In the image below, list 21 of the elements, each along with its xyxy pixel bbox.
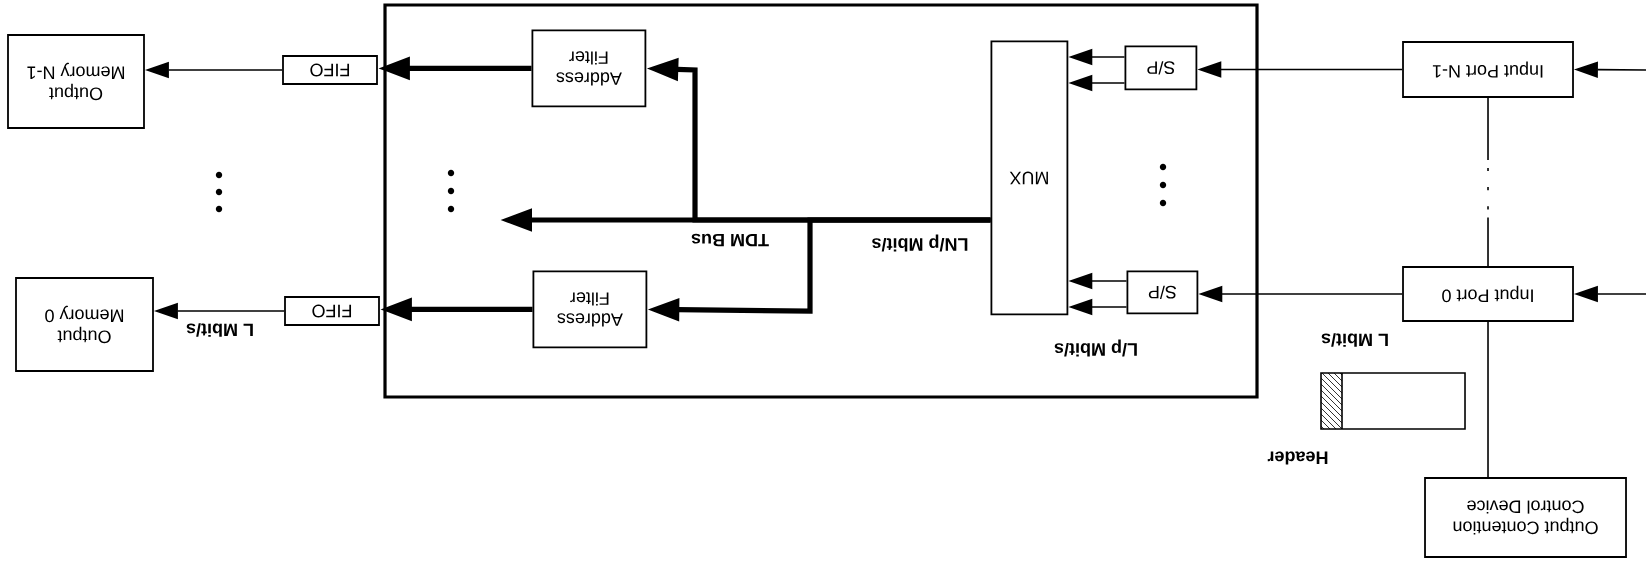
caption-text: Header <box>1267 451 1328 465</box>
process-box: FIFO <box>282 55 378 85</box>
rate-label: L Mbit/s <box>186 323 253 337</box>
connector-line <box>1487 97 1489 267</box>
process-box: Output Memory 0 <box>15 277 154 372</box>
mux-box: MUX <box>990 40 1069 316</box>
process-box: Output Contention Control Device <box>1424 477 1627 558</box>
connector-line <box>1487 321 1489 478</box>
rate-label: TDM Bus <box>691 233 769 247</box>
process-box: Input Port N-1 <box>1402 41 1574 98</box>
process-box: Address Filter <box>532 270 648 349</box>
process-box: Output Memory N-1 <box>7 34 145 129</box>
rate-label: L/p Mbit/s <box>1054 339 1137 357</box>
frame-box <box>383 3 1259 399</box>
process-box: S/P <box>1124 45 1198 91</box>
rate-label: LN/p Mbit/s <box>872 234 968 252</box>
rate-label: L Mbit/s <box>1321 333 1388 347</box>
process-box: Address Filter <box>531 29 647 108</box>
process-box: Input Port 0 <box>1402 266 1574 322</box>
process-box: S/P <box>1126 270 1199 315</box>
process-box: FIFO <box>284 296 380 326</box>
